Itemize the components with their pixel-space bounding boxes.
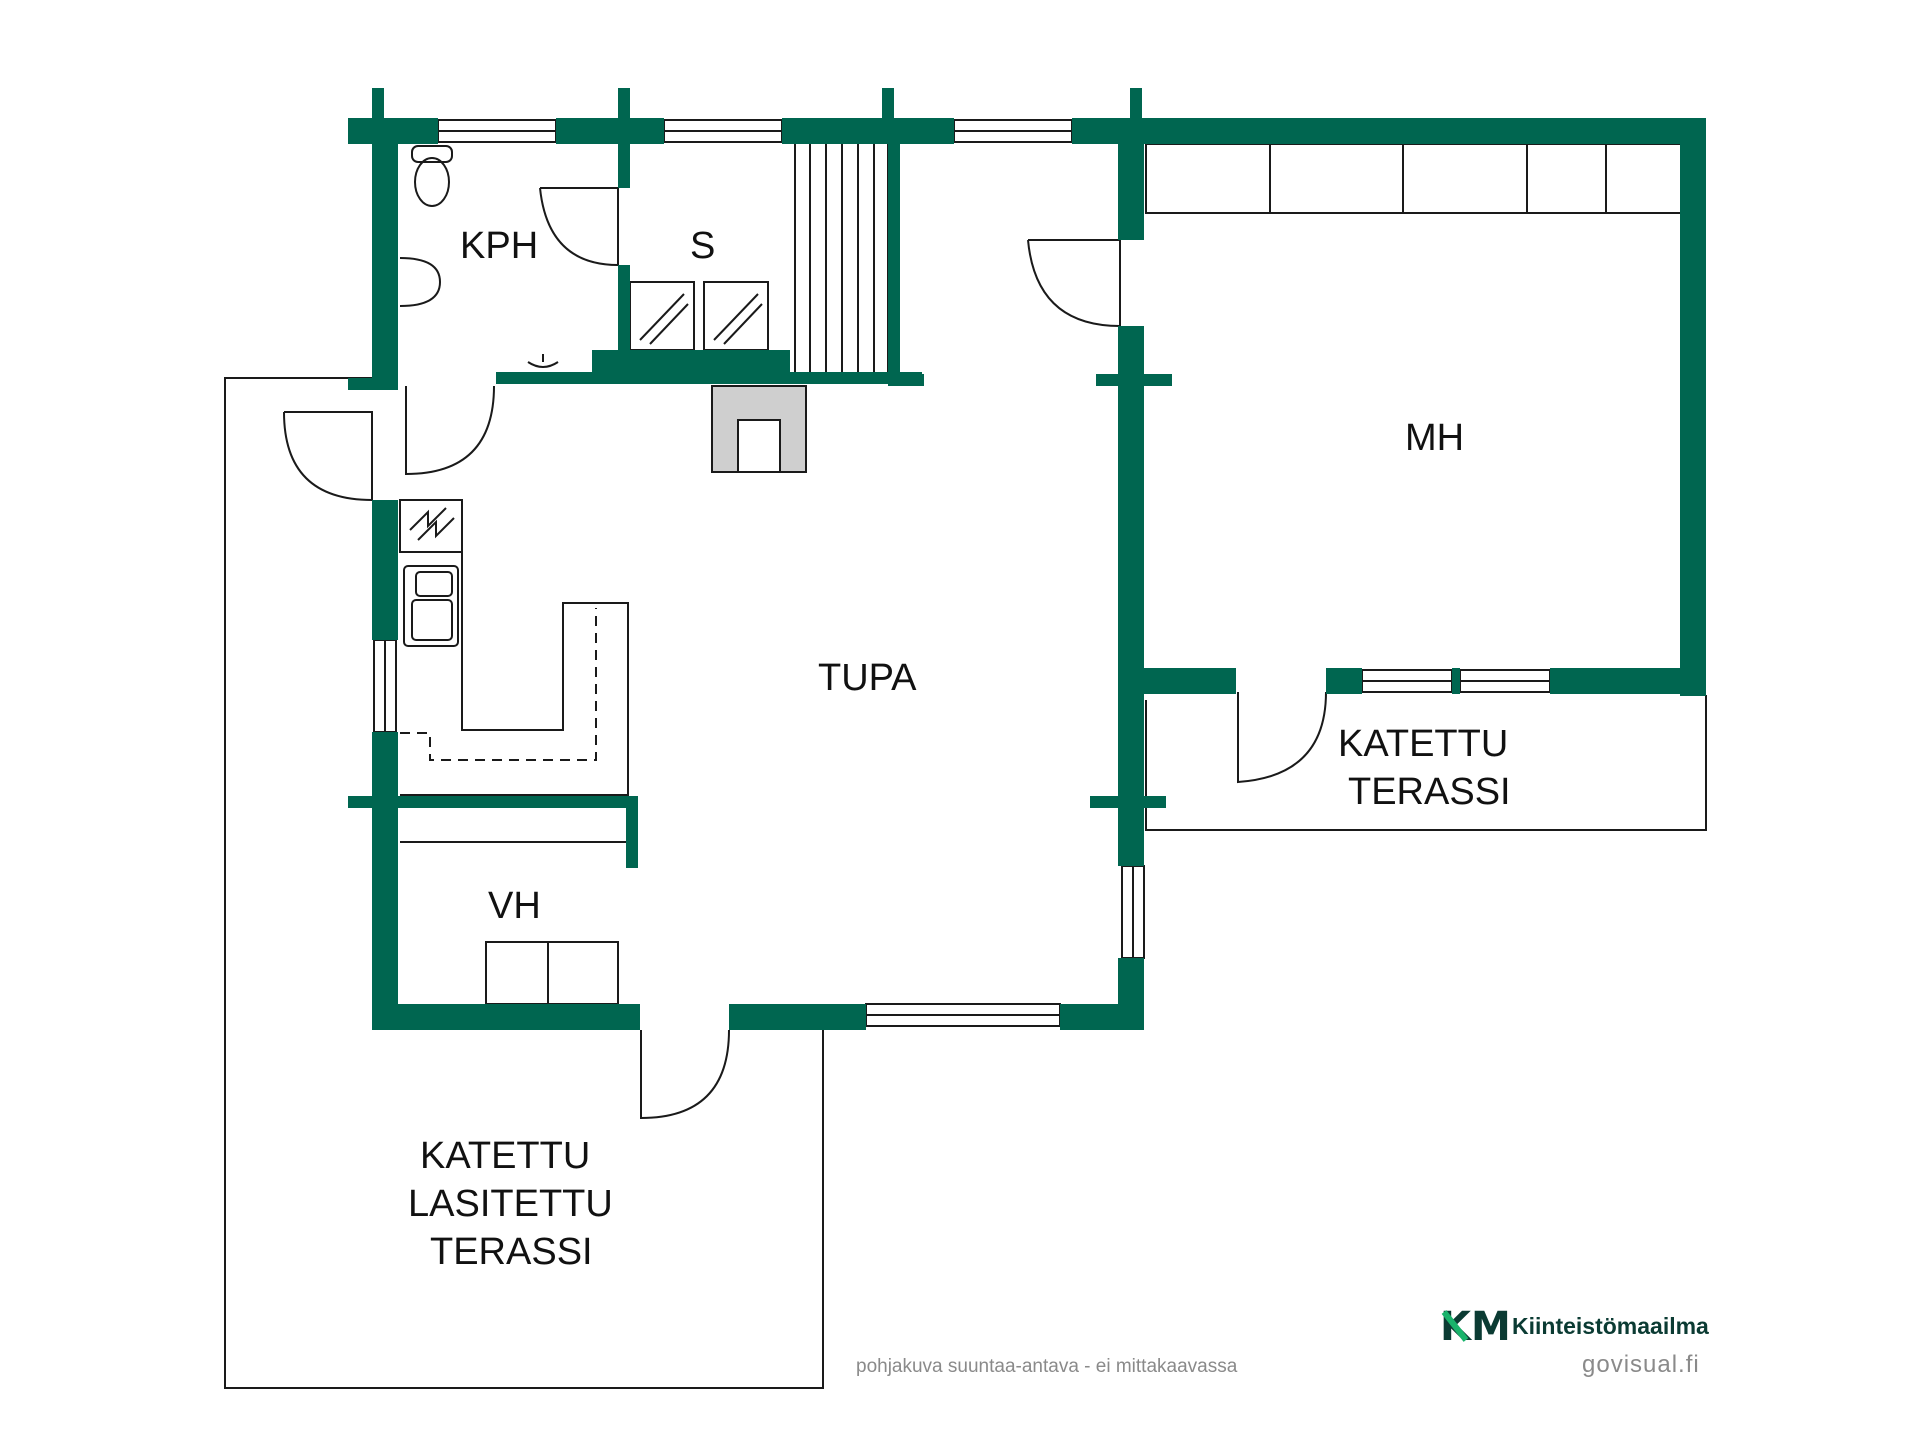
room-label-terrace-right-1: KATETTU (1338, 723, 1508, 765)
sauna-stove (629, 281, 769, 351)
covered-terrace-outline (1145, 695, 1707, 831)
credit-text: govisual.fi (1582, 1351, 1700, 1378)
door-terrace-right (1237, 691, 1327, 784)
wardrobe-row (1145, 143, 1682, 214)
brand-name: Kiinteistömaailma (1512, 1313, 1709, 1339)
room-label-terrace-bottom-2: LASITETTU (408, 1183, 613, 1225)
room-label-terrace-right-2: TERASSI (1348, 771, 1511, 813)
terrace-outlines (224, 377, 1707, 1389)
doors (283, 187, 1327, 1120)
disclaimer-note: pohjakuva suuntaa-antava - ei mittakaava… (856, 1356, 1238, 1377)
glazed-terrace-outline (224, 377, 824, 1389)
room-labels: KPH S MH TUPA VH KATETTU TERASSI KATETTU… (408, 225, 1511, 1273)
km-logo-icon: KM Kiinteistömaailma (1440, 1304, 1709, 1350)
hall-wardrobe (485, 941, 619, 1005)
room-label-kph: KPH (460, 225, 538, 267)
door-mh (1027, 239, 1121, 328)
room-label-sauna: S (690, 225, 715, 267)
sauna-bench (794, 144, 889, 375)
room-label-mh: MH (1405, 417, 1464, 459)
kitchen-sink (403, 565, 459, 647)
room-label-tupa: TUPA (818, 657, 917, 699)
walls (348, 88, 1706, 1030)
door-kph-sauna (539, 187, 619, 267)
fixtures (399, 143, 1682, 1005)
toilet-icon (411, 145, 453, 207)
electric-panel-icon (399, 499, 463, 553)
fireplace (711, 385, 807, 473)
washbasin-icon (399, 257, 442, 307)
windows (373, 119, 1551, 1027)
door-entrance-outer (283, 411, 373, 502)
floor-drain-icon (527, 361, 559, 368)
brand-mark: KM (1440, 1304, 1511, 1350)
door-glazed-terrace (640, 1029, 730, 1120)
door-entrance-inner (405, 385, 495, 476)
room-label-terrace-bottom-3: TERASSI (430, 1231, 593, 1273)
room-label-vh: VH (488, 885, 541, 927)
room-label-terrace-bottom-1: KATETTU (420, 1135, 590, 1177)
